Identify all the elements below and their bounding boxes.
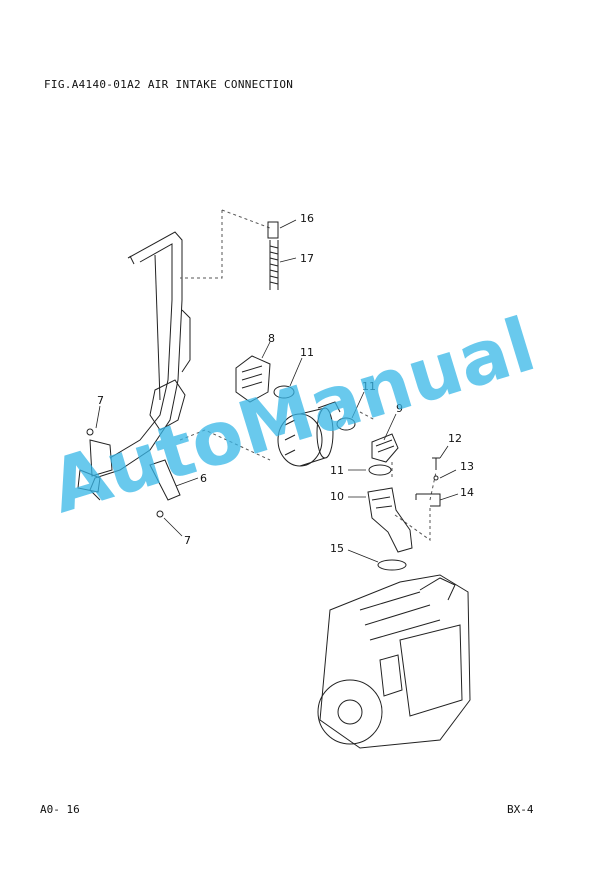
bracket-part-6 [149,459,181,501]
clamp-part-11-c [368,464,392,476]
callout-11: 11 [362,380,376,393]
intake-duct-part-10 [367,487,413,553]
callout-13: 13 [460,460,474,473]
callout-17: 17 [300,252,314,265]
callout-14: 14 [460,486,474,499]
callout-15: 15 [330,542,344,555]
nut-part-7-a [86,428,94,436]
leader-line-top [180,210,223,279]
callout-6: 6 [200,472,207,485]
callout-8: 8 [268,332,275,345]
callout-7: 7 [97,394,104,407]
callout-11: 11 [330,464,344,477]
page-number-left: A0- 16 [40,803,80,816]
mounting-frame [77,231,191,501]
callout-7: 7 [184,534,191,547]
o-ring-part-15 [377,559,407,571]
bolt-part-12 [432,457,440,470]
bracket-part-14 [415,493,441,507]
clamp-part-11-b [336,417,356,431]
hose-part-16-17 [267,221,279,290]
callout-12: 12 [448,432,462,445]
callout-11: 11 [300,346,314,359]
callout-10: 10 [330,490,344,503]
page-number-right: BX-4 [507,803,534,816]
clamp-part-11-a [273,385,295,399]
callout-9: 9 [396,402,403,415]
filter-element-part-8 [235,355,271,403]
washer-part-13 [433,475,439,481]
elbow-hose-part-9 [371,433,399,463]
engine-illustration [317,574,471,749]
nut-part-7-b [156,510,164,518]
figure-title: FIG.A4140-01A2 AIR INTAKE CONNECTION [44,78,294,91]
air-cleaner-body [277,401,341,467]
callout-16: 16 [300,212,314,225]
